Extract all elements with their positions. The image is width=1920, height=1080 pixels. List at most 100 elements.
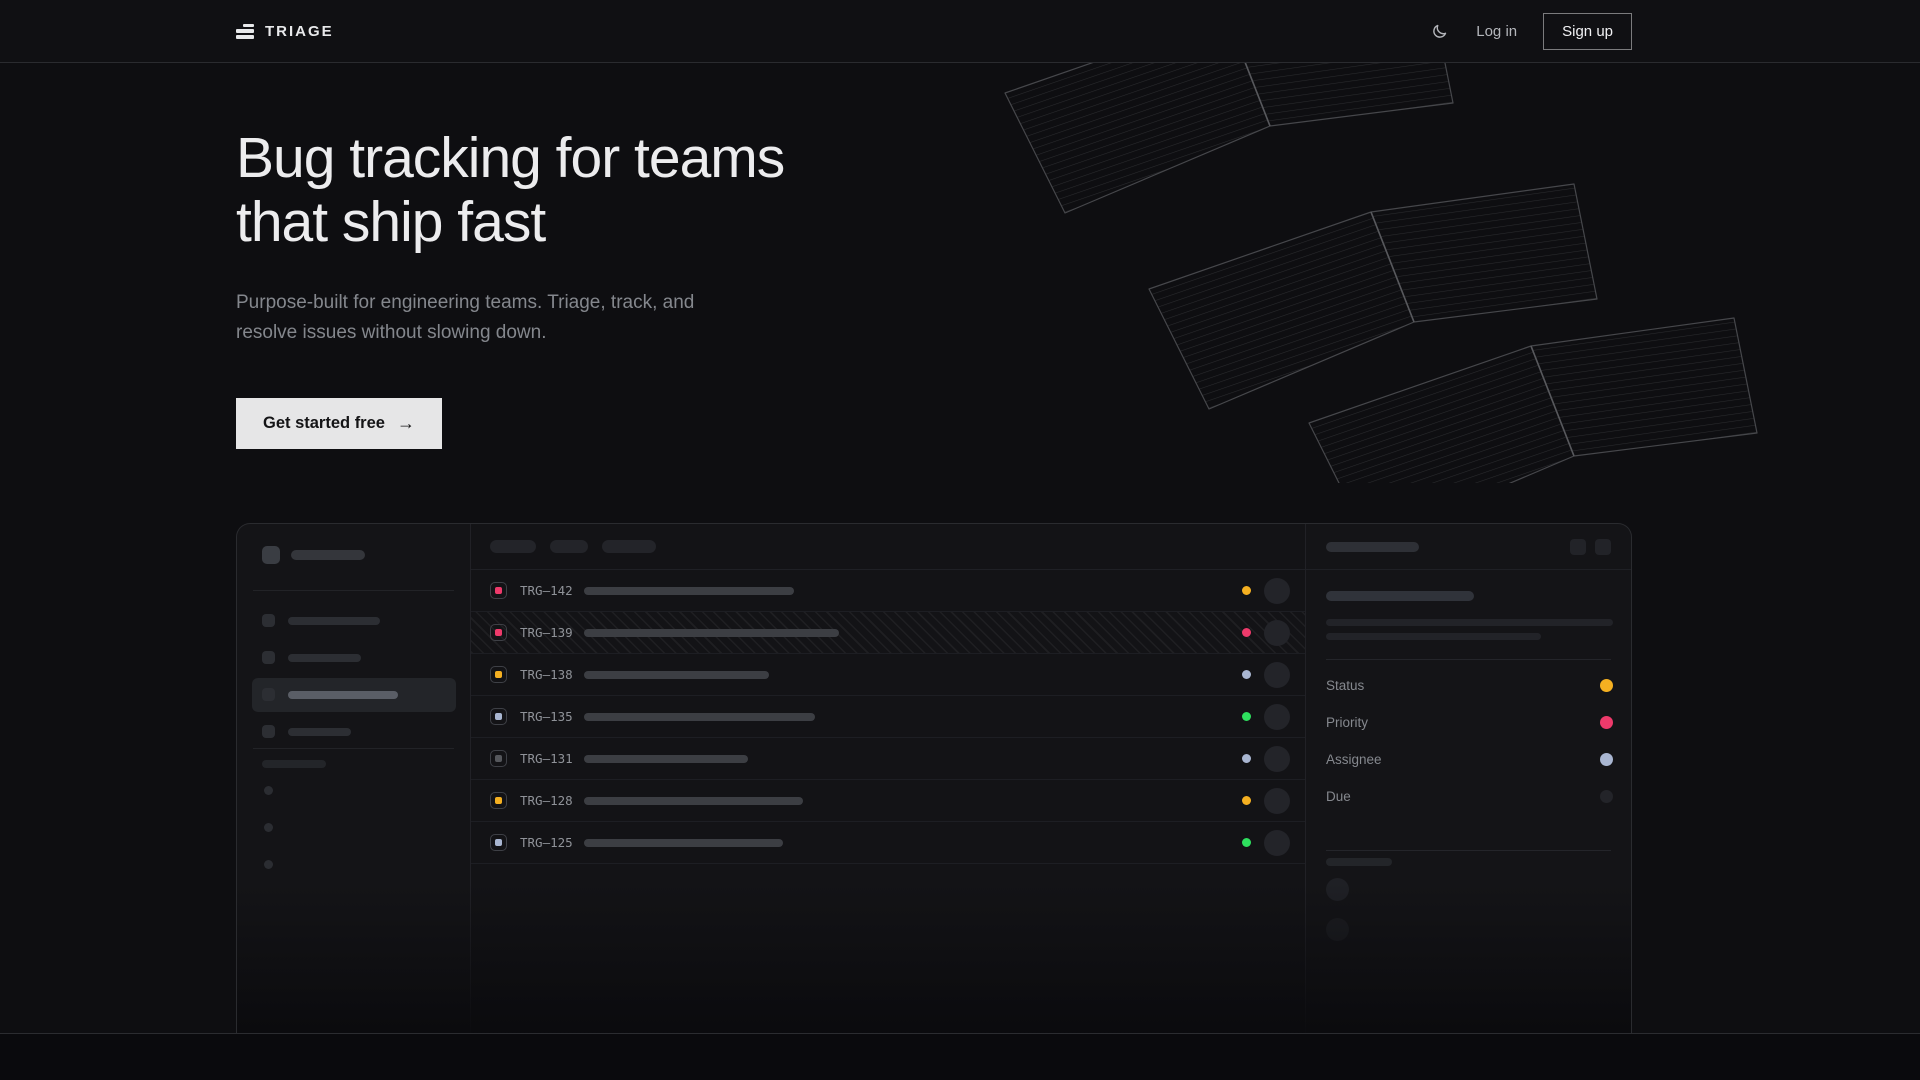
issue-title-skeleton xyxy=(584,796,803,805)
brand-logo[interactable]: TRIAGE xyxy=(236,23,334,40)
property-row-priority[interactable]: Priority xyxy=(1306,704,1631,741)
property-label: Priority xyxy=(1326,715,1369,730)
filter-tab-skeleton[interactable] xyxy=(490,540,536,553)
panel-action-button[interactable] xyxy=(1570,538,1586,555)
nav-item-icon-skeleton xyxy=(262,651,275,664)
status-dot xyxy=(1242,628,1251,637)
issue-type-icon xyxy=(490,834,507,851)
nav-item-icon-skeleton xyxy=(262,614,275,627)
issue-row[interactable]: TRG–142 xyxy=(471,570,1305,612)
sidebar-item-dot-skeleton xyxy=(264,786,273,795)
theme-toggle-button[interactable] xyxy=(1428,20,1450,42)
status-dot xyxy=(1242,670,1251,679)
description-line-skeleton xyxy=(1326,633,1541,640)
triage-bars-icon xyxy=(236,23,254,39)
issue-id: TRG–128 xyxy=(520,793,573,808)
workspace-switcher-skeleton[interactable] xyxy=(262,546,365,564)
issue-row[interactable]: TRG–131 xyxy=(471,738,1305,780)
property-label: Status xyxy=(1326,678,1365,693)
issue-type-icon xyxy=(490,750,507,767)
issue-row[interactable]: TRG–125 xyxy=(471,822,1305,864)
sidebar-nav-item[interactable] xyxy=(252,639,456,676)
issue-row[interactable]: TRG–135 xyxy=(471,696,1305,738)
issue-title-skeleton xyxy=(1326,591,1474,601)
issue-type-icon xyxy=(490,624,507,641)
top-navigation-bar: TRIAGE Log in Sign up xyxy=(0,0,1920,63)
next-section-band xyxy=(0,1033,1920,1080)
property-value-dot xyxy=(1600,753,1613,766)
issue-id: TRG–125 xyxy=(520,835,573,850)
property-label: Assignee xyxy=(1326,752,1382,767)
issue-id: TRG–142 xyxy=(520,583,573,598)
nav-item-label-skeleton xyxy=(288,616,380,625)
assignee-avatar xyxy=(1264,661,1290,688)
issue-type-dot xyxy=(495,839,502,846)
issue-type-icon xyxy=(490,792,507,809)
panel-divider xyxy=(1326,659,1611,660)
header-nav: Log in Sign up xyxy=(1428,12,1632,50)
issue-title-skeleton xyxy=(584,754,748,763)
sidebar-divider xyxy=(253,748,454,749)
get-started-button[interactable]: Get started free → xyxy=(236,398,442,449)
nav-item-label-skeleton xyxy=(288,727,351,736)
property-row-assignee[interactable]: Assignee xyxy=(1306,741,1631,778)
wireframe-panels-decoration xyxy=(1004,63,1758,483)
status-dot xyxy=(1242,712,1251,721)
filter-tab-skeleton[interactable] xyxy=(602,540,656,553)
property-row-due[interactable]: Due xyxy=(1306,778,1631,815)
panel-divider xyxy=(1326,850,1611,851)
detail-panel-header xyxy=(1306,524,1631,570)
issue-title-skeleton xyxy=(584,586,794,595)
nav-item-label-skeleton xyxy=(288,690,398,699)
issue-type-icon xyxy=(490,666,507,683)
status-dot xyxy=(1242,754,1251,763)
property-row-status[interactable]: Status xyxy=(1306,667,1631,704)
brand-name: TRIAGE xyxy=(265,22,334,40)
issue-id: TRG–131 xyxy=(520,751,573,766)
issue-row[interactable]: TRG–139 xyxy=(471,612,1305,654)
hero-heading-line1: Bug tracking for teams xyxy=(236,126,785,190)
issue-title-skeleton xyxy=(584,838,783,847)
sidebar-nav xyxy=(252,602,456,750)
assignee-avatar xyxy=(1264,745,1290,772)
moon-icon xyxy=(1432,24,1446,38)
hero-subtitle: Purpose-built for engineering teams. Tri… xyxy=(236,292,695,343)
issue-type-dot xyxy=(495,629,502,636)
status-dot xyxy=(1242,796,1251,805)
issue-row[interactable]: TRG–138 xyxy=(471,654,1305,696)
issue-title-skeleton xyxy=(584,712,815,721)
sidebar-section-label-skeleton xyxy=(262,760,326,768)
assignee-avatar xyxy=(1264,703,1290,730)
issue-id: TRG–138 xyxy=(520,667,573,682)
sidebar-nav-item[interactable] xyxy=(252,713,456,750)
sidebar-item-dot-skeleton xyxy=(264,823,273,832)
property-value-dot xyxy=(1600,679,1613,692)
panel-action-button[interactable] xyxy=(1595,538,1611,555)
filter-tab-skeleton[interactable] xyxy=(550,540,588,553)
issue-type-dot xyxy=(495,713,502,720)
sidebar-nav-item[interactable] xyxy=(252,602,456,639)
issue-row[interactable]: TRG–128 xyxy=(471,780,1305,822)
issue-title-skeleton xyxy=(584,628,839,637)
assignee-avatar xyxy=(1264,829,1290,856)
login-link[interactable]: Log in xyxy=(1476,22,1518,40)
property-value-dot xyxy=(1600,790,1613,803)
detail-panel-actions xyxy=(1570,538,1611,555)
issue-list-header xyxy=(471,524,1305,570)
sidebar-nav-item[interactable] xyxy=(252,677,456,712)
comment-avatar-skeleton xyxy=(1326,878,1349,901)
detail-title-skeleton xyxy=(1326,541,1419,552)
mockup-sidebar xyxy=(237,524,471,1033)
comment-avatar-skeleton xyxy=(1326,918,1349,941)
signup-button[interactable]: Sign up xyxy=(1543,12,1632,50)
nav-item-label-skeleton xyxy=(288,653,361,662)
issue-type-icon xyxy=(490,708,507,725)
issue-type-dot xyxy=(495,755,502,762)
issue-type-dot xyxy=(495,587,502,594)
issue-type-icon xyxy=(490,582,507,599)
sidebar-divider xyxy=(253,590,454,591)
